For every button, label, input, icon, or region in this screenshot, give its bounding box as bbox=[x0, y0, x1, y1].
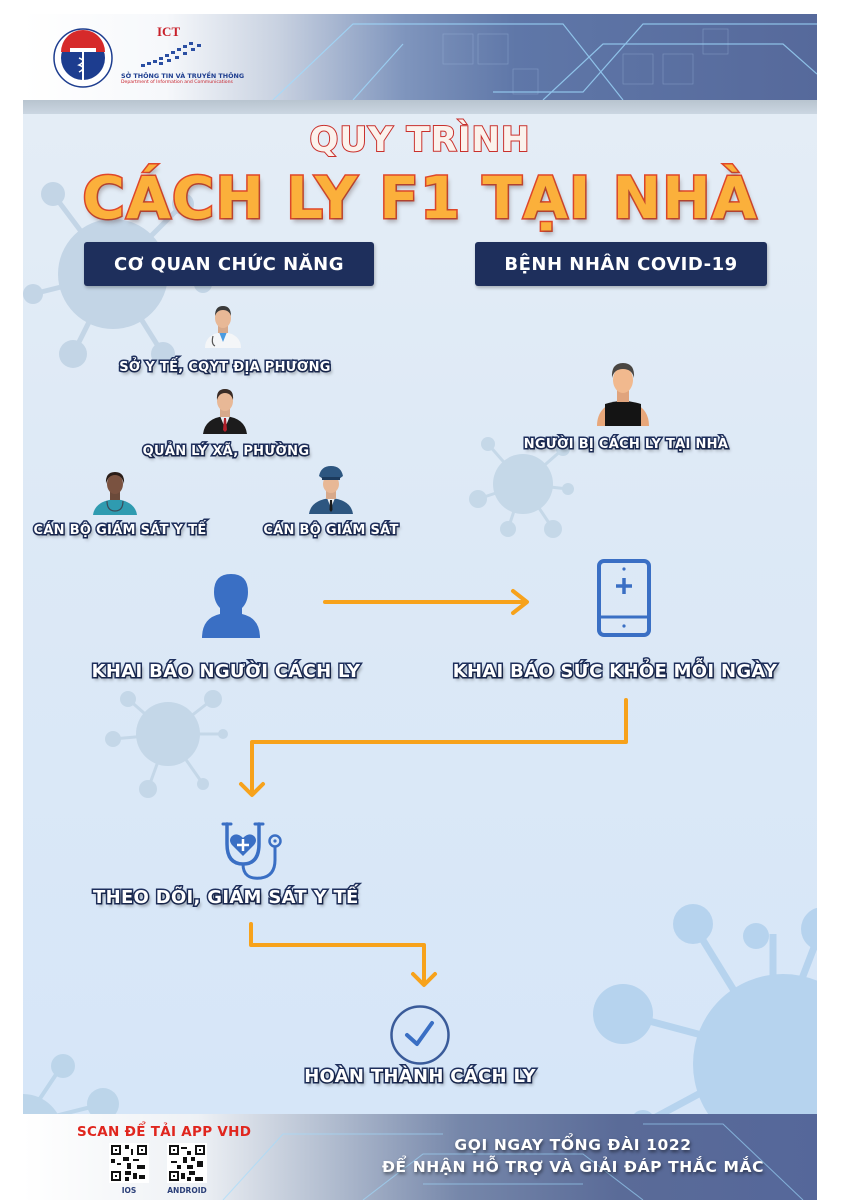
circuit-pattern bbox=[272, 23, 817, 100]
actor-health-dept-label: SỞ Y TẾ, CQYT ĐỊA PHƯƠNG bbox=[118, 359, 332, 377]
virus-decoration-icon bbox=[593, 904, 817, 1124]
actor-ward-manager-label: QUẢN LÝ XÃ, PHƯỜNG bbox=[141, 443, 310, 461]
user-silhouette-icon bbox=[202, 574, 260, 638]
qr-android-label: ANDROID bbox=[167, 1186, 207, 1195]
stethoscope-heart-icon bbox=[221, 822, 282, 880]
supervisor-officer-avatar-icon bbox=[309, 466, 353, 514]
doctor-avatar-icon bbox=[205, 306, 241, 348]
ict-swoosh-icon bbox=[141, 42, 201, 67]
circuit-pattern bbox=[222, 1123, 804, 1200]
actor-supervisor-label: CÁN BỘ GIÁM SÁT bbox=[262, 522, 400, 540]
step-3-label: THEO DÕI, GIÁM SÁT Y TẾ bbox=[92, 886, 360, 910]
authority-column-heading: CƠ QUAN CHỨC NĂNG bbox=[84, 242, 374, 286]
virus-decoration-icon bbox=[105, 690, 228, 798]
arrow-right-down-icon bbox=[249, 922, 437, 987]
quarantined-person-avatar-icon bbox=[597, 363, 649, 426]
qr-code-android[interactable] bbox=[167, 1143, 207, 1183]
check-circle-icon bbox=[390, 1005, 450, 1065]
actor-medical-supervisor-label: CÁN BỘ GIÁM SÁT Y TẾ bbox=[32, 522, 208, 540]
step-2-label: KHAI BÁO SỨC KHỎE MỖI NGÀY bbox=[451, 660, 778, 684]
manager-avatar-icon bbox=[203, 389, 247, 434]
phone-medical-icon bbox=[597, 559, 651, 637]
hotline-info: GỌI NGAY TỔNG ĐÀI 1022 ĐỂ NHẬN HỖ TRỢ VÀ… bbox=[353, 1134, 793, 1178]
header-banner: ICT SỞ THÔNG TIN VÀ TRUYỀN THÔNG Departm… bbox=[23, 14, 817, 100]
title-line-2: CÁCH LY F1 TẠI NHÀ bbox=[81, 163, 758, 234]
step-4-label: HOÀN THÀNH CÁCH LY bbox=[303, 1065, 537, 1089]
title-line-1: QUY TRÌNH bbox=[309, 119, 531, 161]
footer-banner: SCAN ĐỂ TẢI APP VHD IOS bbox=[23, 1114, 817, 1200]
hotline-line-1: GỌI NGAY TỔNG ĐÀI 1022 bbox=[454, 1136, 692, 1154]
virus-decoration-icon bbox=[23, 1054, 119, 1124]
qr-ios-label: IOS bbox=[121, 1186, 137, 1195]
scan-app-heading: SCAN ĐỂ TẢI APP VHD bbox=[77, 1124, 252, 1140]
hotline-line-2: ĐỂ NHẬN HỖ TRỢ VÀ GIẢI ĐÁP THẮC MẮC bbox=[381, 1158, 765, 1176]
arrow-right-icon bbox=[323, 589, 529, 615]
poster: ICT SỞ THÔNG TIN VÀ TRUYỀN THÔNG Departm… bbox=[23, 14, 817, 1200]
step-1-label: KHAI BÁO NGƯỜI CÁCH LY bbox=[90, 660, 361, 684]
arrow-down-left-icon bbox=[239, 698, 628, 797]
medical-supervisor-avatar-icon bbox=[93, 472, 137, 515]
virus-decoration-icon bbox=[469, 437, 574, 538]
actor-quarantined-person-label: NGƯỜI BỊ CÁCH LY TẠI NHÀ bbox=[522, 436, 729, 454]
patient-column-heading: BỆNH NHÂN COVID-19 bbox=[475, 242, 767, 286]
ministry-health-emblem bbox=[53, 28, 113, 88]
ict-logo: ICT SỞ THÔNG TIN VÀ TRUYỀN THÔNG Departm… bbox=[121, 24, 245, 85]
qr-code-ios[interactable] bbox=[109, 1143, 149, 1183]
